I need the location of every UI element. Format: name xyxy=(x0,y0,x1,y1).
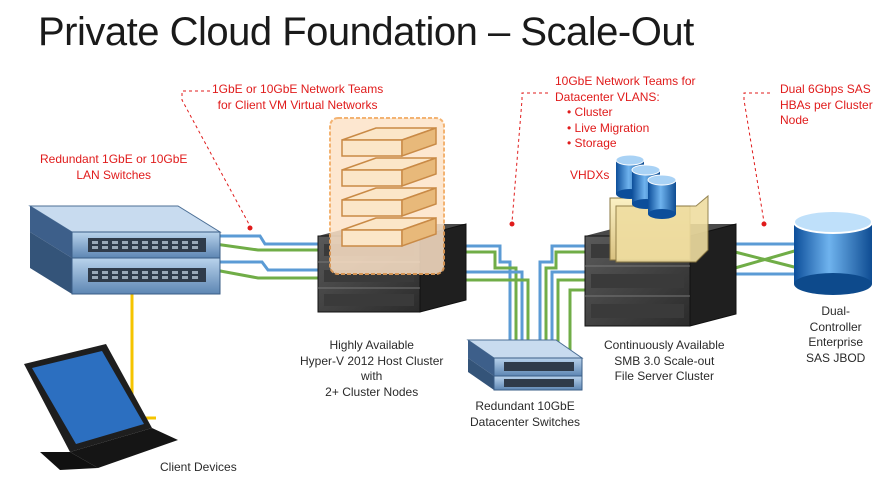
callout-dots xyxy=(247,221,767,231)
dc-switches-label: Redundant 10GbE Datacenter Switches xyxy=(470,399,581,429)
vlan-item: Storage xyxy=(567,136,696,152)
vlan-item: Cluster xyxy=(567,105,696,121)
callout-leaders xyxy=(181,90,770,227)
dc-vlans-callout: 10GbE Network Teams for Datacenter VLANS… xyxy=(555,74,696,152)
smb-cluster-label: Continuously Available SMB 3.0 Scale-out… xyxy=(604,338,725,383)
vhdx-callout: VHDXs xyxy=(570,168,610,182)
jbod-label: Dual- Controller Enterprise SAS JBOD xyxy=(806,304,866,365)
hyperv-cluster-icon[interactable] xyxy=(317,117,467,313)
datacenter-switches-icon[interactable] xyxy=(466,339,584,391)
network-links xyxy=(130,234,799,420)
lan-switches-callout: Redundant 1GbE or 10GbE LAN Switches xyxy=(40,152,188,182)
virtual-machines-icon xyxy=(329,117,445,275)
sas-hbas-callout: Dual 6Gbps SAS HBAs per Cluster Node xyxy=(780,82,873,127)
hyperv-cluster-label: Highly Available Hyper-V 2012 Host Clust… xyxy=(300,338,444,399)
vhdx-disks-icon xyxy=(615,154,677,219)
laptop-icon[interactable] xyxy=(24,344,178,470)
client-devices-label: Client Devices xyxy=(160,460,237,474)
page-title: Private Cloud Foundation – Scale-Out xyxy=(38,10,694,54)
sas-jbod-icon[interactable] xyxy=(793,210,873,295)
lan-switches-icon[interactable] xyxy=(28,205,222,295)
vlan-item: Live Migration xyxy=(567,121,696,137)
network-teams-callout: 1GbE or 10GbE Network Teams for Client V… xyxy=(212,82,384,112)
